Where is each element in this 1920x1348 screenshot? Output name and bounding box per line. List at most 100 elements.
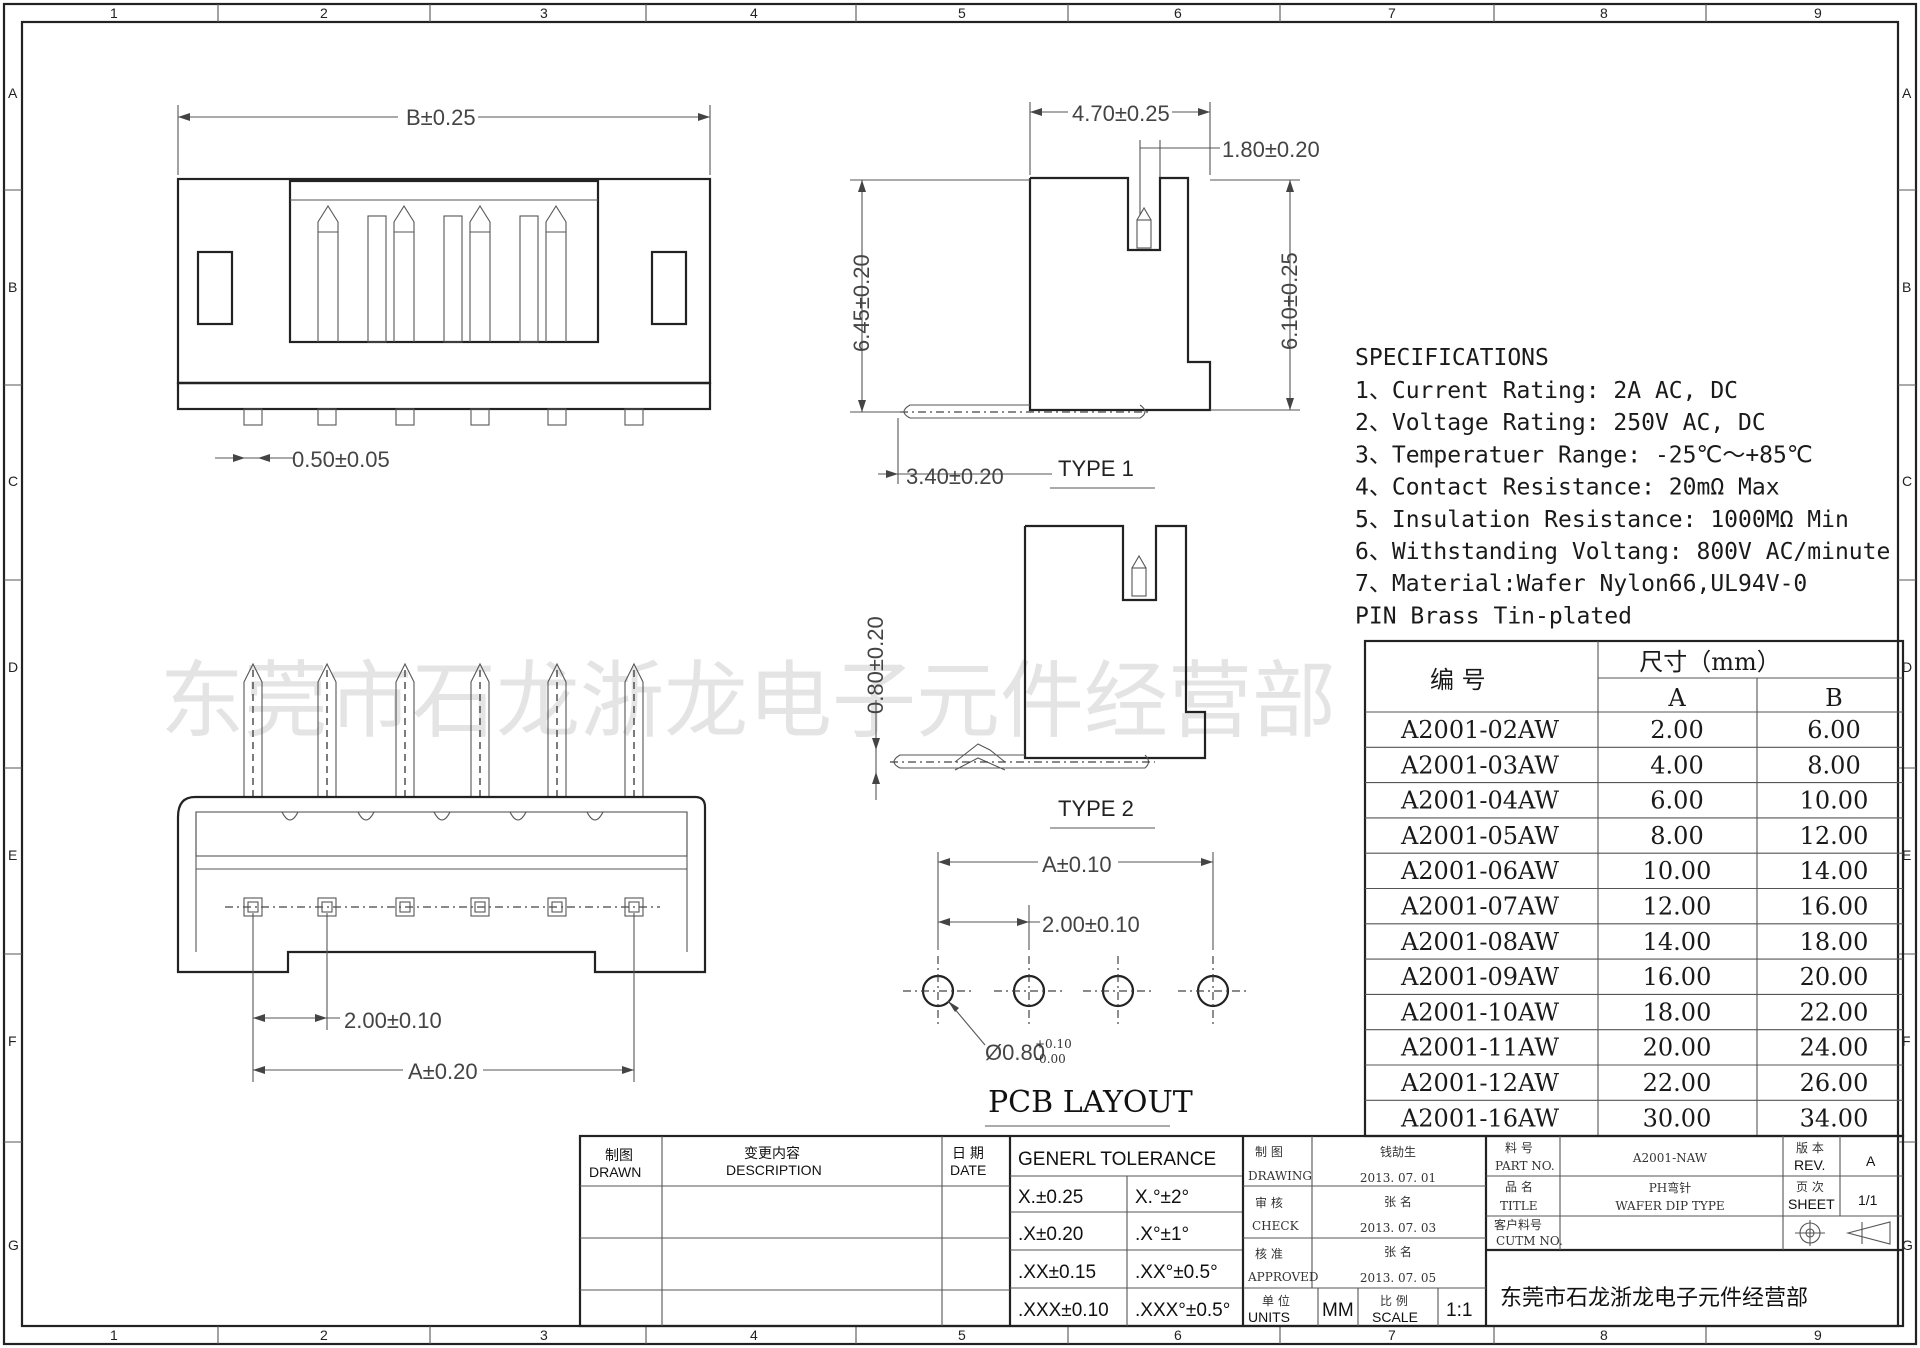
row-a: 30.00 bbox=[1643, 1104, 1712, 1132]
front-bump bbox=[281, 811, 299, 821]
row-b: 26.00 bbox=[1800, 1069, 1869, 1097]
table-header-code: 编 号 bbox=[1430, 666, 1486, 694]
spec-line: 4、Contact Resistance: 20mΩ Max bbox=[1355, 475, 1780, 501]
tb-check: CHECK bbox=[1252, 1219, 1300, 1233]
top-view: B±0.25 0.50±0.05 bbox=[176, 104, 712, 472]
top-slot bbox=[367, 215, 387, 343]
tb-drawing-name: 钱劼生 bbox=[1380, 1144, 1416, 1159]
front-bump bbox=[433, 811, 451, 821]
front-bump bbox=[357, 811, 375, 821]
tb-check-name: 张 名 bbox=[1384, 1194, 1412, 1209]
tb-sheet: SHEET bbox=[1788, 1196, 1835, 1212]
spec-line: 5、Insulation Resistance: 1000MΩ Min bbox=[1355, 507, 1849, 533]
spec-line: 7、Material:Wafer Nylon66,UL94V-0 bbox=[1355, 571, 1807, 597]
spec-line: 2、Voltage Rating: 250V AC, DC bbox=[1355, 410, 1766, 436]
dim-front-a: A±0.20 bbox=[408, 1059, 478, 1084]
tolerance-angular: .XXX°±0.5° bbox=[1135, 1300, 1230, 1321]
row-a: 8.00 bbox=[1650, 822, 1703, 850]
top-pin-tail bbox=[395, 408, 415, 426]
row-b: 14.00 bbox=[1800, 857, 1869, 885]
ruler-right-label: D bbox=[1902, 659, 1912, 675]
row-b: 20.00 bbox=[1800, 963, 1869, 991]
top-pin bbox=[393, 204, 415, 342]
row-code: A2001-06AW bbox=[1400, 857, 1559, 885]
dim-pcb-pitch: 2.00±0.10 bbox=[1042, 912, 1140, 937]
row-code: A2001-12AW bbox=[1400, 1069, 1559, 1097]
tb-approved-date: 2013. 07. 05 bbox=[1360, 1271, 1436, 1285]
type1-label: TYPE 1 bbox=[1058, 456, 1134, 481]
ruler-top-label: 1 bbox=[110, 5, 118, 21]
front-pin-square bbox=[470, 897, 490, 917]
top-pin-tail bbox=[317, 408, 337, 426]
top-slot bbox=[443, 215, 463, 343]
ruler-right-label: G bbox=[1902, 1237, 1913, 1253]
ruler-bottom-label: 5 bbox=[958, 1327, 966, 1343]
row-code: A2001-07AW bbox=[1400, 893, 1559, 921]
ruler-bottom-label: 7 bbox=[1388, 1327, 1396, 1343]
tb-title-value-cn: PH弯针 bbox=[1649, 1180, 1692, 1195]
tb-part-cn: 料 号 bbox=[1505, 1141, 1533, 1155]
row-code: A2001-05AW bbox=[1400, 822, 1559, 850]
front-pin-square bbox=[547, 897, 567, 917]
ruler-top-label: 6 bbox=[1174, 5, 1182, 21]
ruler-right-label: E bbox=[1902, 847, 1911, 863]
row-code: A2001-10AW bbox=[1400, 998, 1559, 1026]
row-b: 8.00 bbox=[1807, 751, 1860, 779]
tb-units-cn: 单 位 bbox=[1262, 1293, 1290, 1308]
row-b: 12.00 bbox=[1800, 822, 1869, 850]
tb-scale-value: 1:1 bbox=[1446, 1300, 1472, 1321]
tolerance-linear: .XX±0.15 bbox=[1018, 1262, 1096, 1283]
specifications: SPECIFICATIONS 1、Current Rating: 2A AC, … bbox=[1355, 345, 1890, 629]
ruler-right-label: C bbox=[1902, 473, 1912, 489]
front-pin bbox=[624, 662, 644, 797]
top-slot bbox=[519, 215, 539, 343]
row-a: 16.00 bbox=[1643, 963, 1712, 991]
ruler-left-label: F bbox=[8, 1033, 17, 1049]
spec-line: 6、Withstanding Voltang: 800V AC/minute bbox=[1355, 539, 1890, 565]
tb-scale-cn: 比 例 bbox=[1380, 1294, 1408, 1308]
tb-drawn-cn: 制图 bbox=[605, 1147, 633, 1163]
row-a: 4.00 bbox=[1650, 751, 1703, 779]
top-pin bbox=[545, 204, 567, 342]
dim-height-right: 6.10±0.25 bbox=[1277, 252, 1302, 350]
row-code: A2001-02AW bbox=[1400, 716, 1559, 744]
ruler-right-label: B bbox=[1902, 279, 1911, 295]
tb-cust-cn: 客户料号 bbox=[1494, 1217, 1542, 1232]
dim-hole-dia: Ø0.80 bbox=[985, 1040, 1045, 1065]
front-pin bbox=[243, 662, 263, 797]
front-pin bbox=[317, 662, 337, 797]
ruler-right-label: F bbox=[1902, 1033, 1911, 1049]
ruler-top-label: 2 bbox=[320, 5, 328, 21]
top-pin-tail bbox=[547, 408, 567, 426]
dim-top-width: 4.70±0.25 bbox=[1072, 101, 1170, 126]
tb-date-cn: 日 期 bbox=[952, 1145, 984, 1161]
ruler-bottom-label: 8 bbox=[1600, 1327, 1608, 1343]
top-pin bbox=[469, 204, 491, 342]
spec-title: SPECIFICATIONS bbox=[1355, 345, 1549, 371]
front-bump bbox=[586, 811, 604, 821]
ruler-bottom-label: 1 bbox=[110, 1327, 118, 1343]
tb-drawn: DRAWN bbox=[589, 1164, 641, 1180]
tb-title: TITLE bbox=[1500, 1199, 1537, 1213]
row-b: 34.00 bbox=[1800, 1104, 1869, 1132]
ruler-left-label: A bbox=[8, 85, 18, 101]
tb-desc-cn: 变更内容 bbox=[744, 1145, 800, 1161]
tolerance-angular: .XX°±0.5° bbox=[1135, 1262, 1218, 1283]
ruler-top-label: 7 bbox=[1388, 5, 1396, 21]
row-code: A2001-03AW bbox=[1400, 751, 1559, 779]
table-row: A2001-03AW 4.00 8.00 bbox=[1400, 751, 1861, 779]
row-b: 10.00 bbox=[1800, 787, 1869, 815]
ruler-bottom-label: 4 bbox=[750, 1327, 758, 1343]
row-a: 10.00 bbox=[1643, 857, 1712, 885]
ruler-left-label: E bbox=[8, 847, 17, 863]
ruler-top-label: 3 bbox=[540, 5, 548, 21]
